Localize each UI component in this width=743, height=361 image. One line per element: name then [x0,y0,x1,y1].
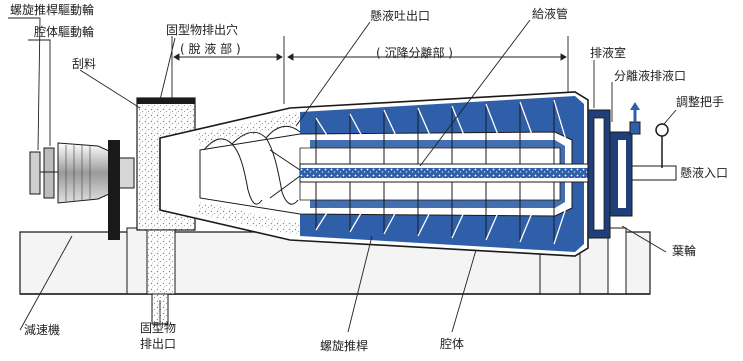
label-solids-outlet-line1: 固型物 [140,321,176,335]
label-feed-outlet: 懸液吐出口 [370,8,430,23]
label-discharge-chamber: 排液室 [590,45,626,60]
label-solids-outlet-line2: 排出口 [140,337,176,351]
label-solids-discharge-port: 固型物排出穴 [166,22,238,37]
gearbox-body [57,140,135,240]
leader-lines [8,17,677,333]
label-feed-pipe: 給液管 [532,6,568,21]
label-adjust-handle: 調整把手 [676,94,724,109]
feed-pipe [269,149,677,199]
label-feed-inlet: 懸液入口 [680,165,728,180]
label-settling-section: ( 沉降分離部 ) [376,45,453,60]
label-gearbox: 減速機 [24,322,60,337]
drive-wheels [29,147,58,199]
label-screw-drive-wheel: 螺旋推桿驅動輪 [10,2,94,17]
adjust-handle [655,123,669,168]
label-impeller: 葉輪 [672,243,696,258]
label-separated-liquid-outlet: 分離液排液口 [614,68,686,83]
label-bowl: 腔体 [440,336,464,351]
label-bowl-drive-wheel: 腔体驅動輪 [34,24,94,39]
section-dimension-lines [171,36,569,104]
label-screw-conveyor: 螺旋推桿 [320,338,368,353]
label-dewatering-section: ( 脫 液 部 ) [180,41,241,56]
discharge-chamber [587,102,641,239]
label-scraper: 刮料 [72,57,96,71]
